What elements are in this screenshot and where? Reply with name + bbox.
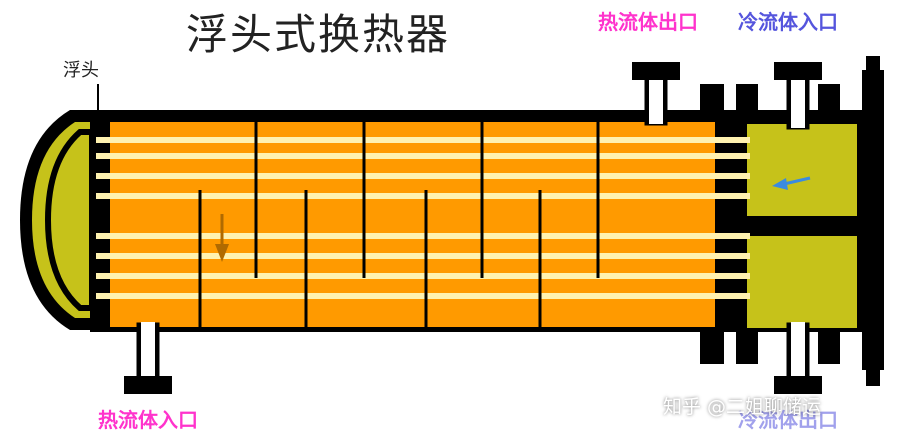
tube-bundle (96, 137, 750, 299)
shell-flange-bottom-left (700, 328, 724, 364)
floating-head-inner (44, 129, 95, 311)
channel-lower-chamber (747, 236, 857, 328)
tube-end (96, 233, 110, 239)
channel-flange-bottom (818, 328, 840, 364)
tube (110, 293, 750, 299)
tube (110, 153, 750, 159)
floating-head (32, 122, 92, 318)
baffle-set (198, 122, 600, 327)
cold-fluid-outlet-label: 冷流体出口 (738, 408, 838, 432)
float-head-label: 浮头 (63, 60, 99, 81)
cold-fluid-inlet-label: 冷流体入口 (738, 10, 838, 34)
tube-end (96, 193, 110, 199)
tube (110, 253, 750, 259)
pass-partition (747, 216, 857, 236)
end-flange (862, 70, 884, 370)
end-flange-top-bolt (866, 56, 880, 76)
hot-fluid-inlet-label: 热流体入口 (98, 408, 198, 432)
floating-tube-sheet (90, 122, 110, 318)
cold-inlet-nozzle (774, 62, 822, 130)
end-flange-bottom-bolt (866, 366, 880, 386)
shell-flange-bottom-right (736, 328, 758, 364)
left-arrow-icon (772, 176, 811, 190)
tube-end (96, 137, 110, 143)
cold-outlet-nozzle (774, 322, 822, 394)
tube (110, 273, 750, 279)
tube (110, 173, 750, 179)
tube (110, 137, 750, 143)
hot-fluid-outlet-label: 热流体出口 (598, 10, 698, 34)
tube (110, 193, 750, 199)
channel-upper-chamber (747, 124, 857, 216)
tube-end (96, 273, 110, 279)
tube-end (96, 173, 110, 179)
watermark: 知乎 @二姐聊储运 (663, 396, 822, 418)
hot-inlet-nozzle (124, 322, 172, 394)
tube (110, 233, 750, 239)
shell-flange-top-right (736, 84, 758, 114)
tube-end (96, 293, 110, 299)
shell-flange-top-left (700, 84, 724, 114)
hot-outlet-nozzle (632, 62, 680, 126)
tube-end (96, 253, 110, 259)
diagram-title: 浮头式换热器 (186, 10, 451, 59)
down-arrow-icon (215, 214, 229, 262)
channel-flange-top (818, 84, 840, 114)
tube-end (96, 153, 110, 159)
